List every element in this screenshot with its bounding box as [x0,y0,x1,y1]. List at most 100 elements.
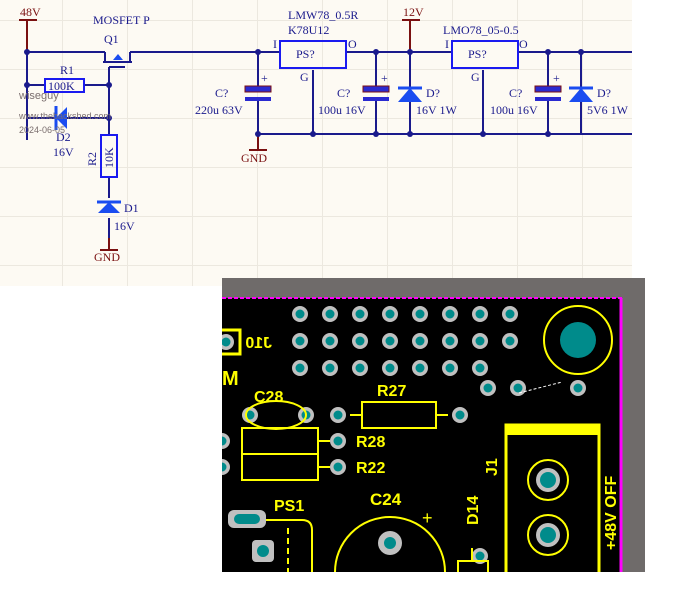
pcb-pad-hole [475,309,485,319]
reg1-alt: K78U12 [288,23,329,37]
c24-label: C24 [370,490,402,509]
capacitor-c-in [244,85,272,101]
schematic-canvas: 48V 12V GND GND MOSFET P Q1 R1 100K R2 1… [18,5,632,264]
reg1-ref: PS? [296,47,315,61]
c24-outline [334,516,446,572]
pcb-pad-hole [415,363,425,373]
m-label: M [222,368,239,390]
c-mid-ref: C? [337,86,350,100]
switch-label: +48V OFF [603,476,620,550]
regulator-1 [279,40,347,69]
resistor-r1 [44,78,85,93]
d-out-value: 5V6 1W [587,103,629,117]
junction [545,49,551,55]
pcb-pad-hole [333,410,343,420]
watermark-date: 2024-06-05 [19,125,65,135]
q1-type: MOSFET P [93,13,150,27]
c-in-value: 220u 63V [195,103,243,117]
reg1-part: LMW78_0.5R [288,8,358,22]
zener-d-out-icon [569,88,593,102]
junction [407,131,413,137]
pcb-pad-hole [573,383,583,393]
junction [106,115,112,121]
pcb-pad-hole [385,309,395,319]
junction [24,49,30,55]
pcb-pad-hole [245,410,255,420]
reg2-pin-i: I [445,37,449,51]
pcb-pad-hole [505,309,515,319]
r1-ref: R1 [60,63,74,77]
reg2-part: LMO78_05-0.5 [443,23,519,37]
d-mid-value: 16V 1W [416,103,457,117]
mounting-hole-outline [543,305,613,375]
junction [373,131,379,137]
zener-d2-icon [56,107,67,129]
pcb-pad-hole [445,309,455,319]
pcb-pad-hole [222,462,227,472]
gnd-label: GND [94,250,120,264]
pcb-pad-hole [455,410,465,420]
reg1-pin-g: G [300,70,309,84]
mounting-hole [560,322,596,358]
pcb-pad-hole [295,363,305,373]
pcb-pad-hole [415,309,425,319]
r2-ref: R2 [85,152,99,166]
pcb-pad-hole [445,363,455,373]
c-out-value: 100u 16V [490,103,538,117]
pcb-pad-hole [505,336,515,346]
junction [407,49,413,55]
r1-value: 100K [48,79,75,93]
reg2-pin-o: O [519,37,528,51]
r28-label: R28 [356,434,385,451]
junction [255,131,261,137]
reg1-pin-o: O [348,37,357,51]
capacitor-c-mid [362,85,390,101]
net-label-12v: 12V [403,5,424,19]
d2-value: 16V [53,145,74,159]
resistor-r2 [100,134,118,178]
ps1-outline [264,519,313,572]
cap-plus-mark: + [381,71,388,85]
reg2-ref: PS? [468,47,487,61]
zener-d1-icon [98,202,120,213]
pcb-pad-hole [333,436,343,446]
d1-value: 16V [114,219,135,233]
zener-d-mid-icon [398,88,422,102]
junction [545,131,551,137]
watermark-user: wiseguy [18,90,59,102]
mosfet-arrow-icon [113,54,123,60]
pcb-pad-hole [325,309,335,319]
d14-label: D14 [465,496,482,525]
junction [480,131,486,137]
c-mid-value: 100u 16V [318,103,366,117]
r27-label: R27 [377,383,406,400]
schematic-view: 48V 12V GND GND MOSFET P Q1 R1 100K R2 1… [0,0,632,286]
j10-outline [222,328,242,356]
pcb-pad-hole [355,336,365,346]
pcb-pad-hole [385,336,395,346]
d14-outline [457,560,489,572]
j10-label: J10 [245,335,272,352]
net-label-48v: 48V [20,5,41,19]
regulator-2 [451,40,519,69]
reg2-pin-g: G [471,70,480,84]
pcb-pad-hole [355,309,365,319]
pcb-pad-hole [355,363,365,373]
pcb-pad-hole [222,337,231,347]
capacitor-c-out [534,85,562,101]
pcb-pad-hole [295,336,305,346]
pcb-pad-hole [333,462,343,472]
d-out-ref: D? [597,86,611,100]
gnd-label: GND [241,151,267,165]
pcb-pad-hole [445,336,455,346]
junction [255,49,261,55]
d1-ref: D1 [124,201,139,215]
pcb-view: J10 M C28 R27 R28 R22 PS1 C24 + D14 J1 +… [222,278,645,572]
junction [310,131,316,137]
pcb-pad-hole [483,383,493,393]
j1-label: J1 [484,458,501,476]
pcb-pad-hole [513,383,523,393]
cap-plus-mark: + [261,71,268,85]
c-in-ref: C? [215,86,228,100]
c-out-ref: C? [509,86,522,100]
